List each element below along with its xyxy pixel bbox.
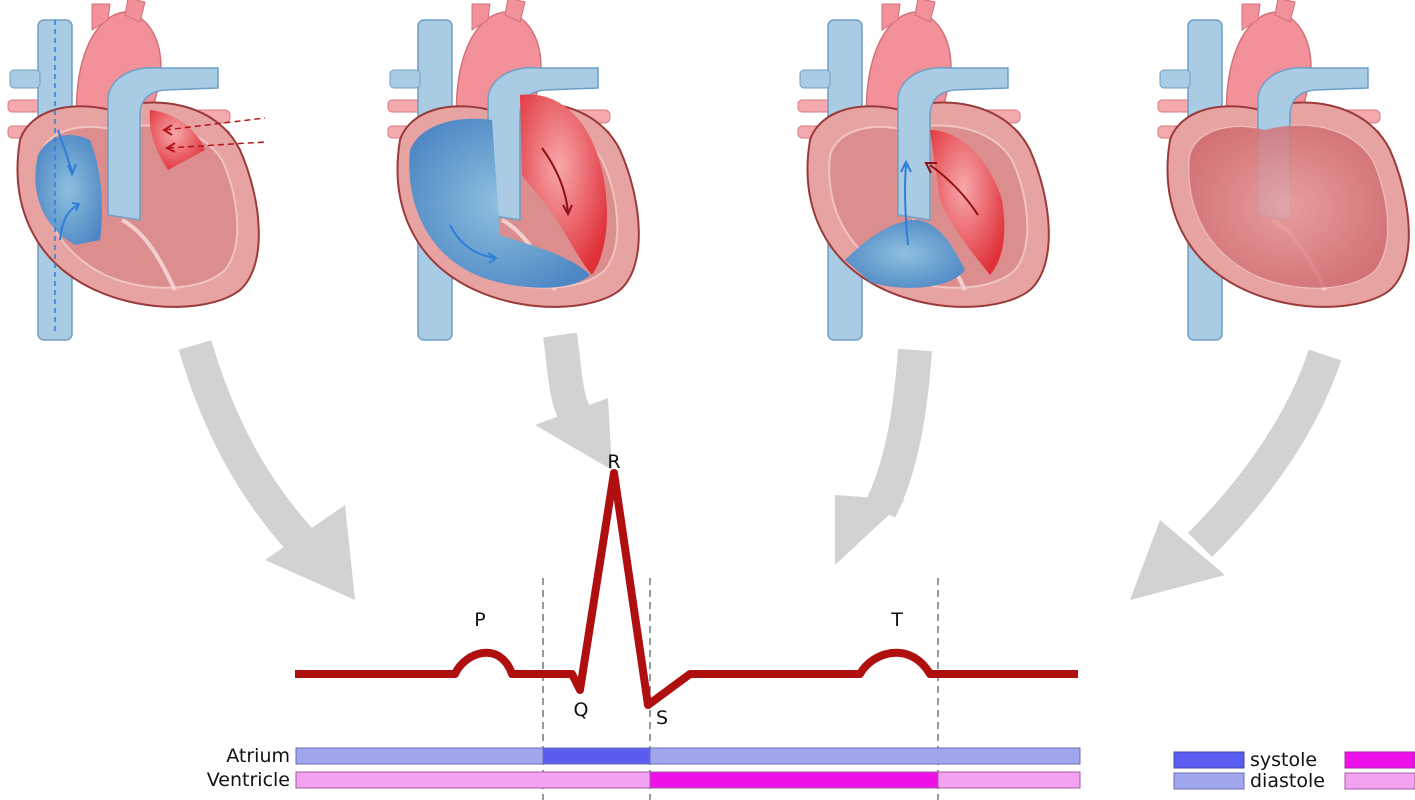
phase-dividers	[543, 578, 938, 800]
atrium-bar	[296, 748, 1080, 764]
heart-ventricular-systole	[798, 0, 1049, 340]
gray-arrowhead-icon	[835, 495, 905, 565]
atrium-diastole-segment	[296, 748, 543, 764]
atrium-diastole-segment	[650, 748, 1080, 764]
heart-ventricular-relaxation	[1158, 0, 1409, 340]
legend-atrium-diastole-swatch	[1174, 773, 1244, 789]
ventricle-label: Ventricle	[207, 769, 290, 791]
legend: systole diastole	[1174, 749, 1415, 792]
gray-arrow-icon	[560, 335, 575, 415]
heart-atrial-systole	[388, 0, 639, 340]
legend-ventricle-systole-swatch	[1345, 752, 1415, 768]
gray-arrow-icon	[880, 350, 915, 510]
ecg-trace	[295, 473, 1078, 705]
atrium-systole-segment	[543, 748, 650, 764]
phase-arrows	[195, 335, 1325, 545]
wave-label-r: R	[607, 451, 620, 473]
ventricle-diastole-segment	[938, 772, 1080, 788]
legend-atrium-systole-swatch	[1174, 752, 1244, 768]
legend-systole-label: systole	[1250, 749, 1317, 771]
legend-diastole-label: diastole	[1250, 770, 1325, 792]
heart-atrial-filling	[8, 0, 265, 340]
gray-arrow-icon	[195, 345, 300, 540]
wave-label-q: Q	[574, 699, 589, 721]
wave-label-p: P	[474, 609, 485, 631]
legend-ventricle-diastole-swatch	[1345, 773, 1415, 789]
atrium-label: Atrium	[226, 745, 290, 767]
ventricle-diastole-segment	[296, 772, 650, 788]
ventricle-bar	[296, 772, 1080, 788]
arrow-heads	[265, 398, 1225, 600]
ventricle-systole-segment	[650, 772, 938, 788]
wave-label-s: S	[656, 707, 668, 729]
gray-arrow-icon	[1200, 355, 1325, 545]
wave-label-t: T	[890, 609, 903, 631]
